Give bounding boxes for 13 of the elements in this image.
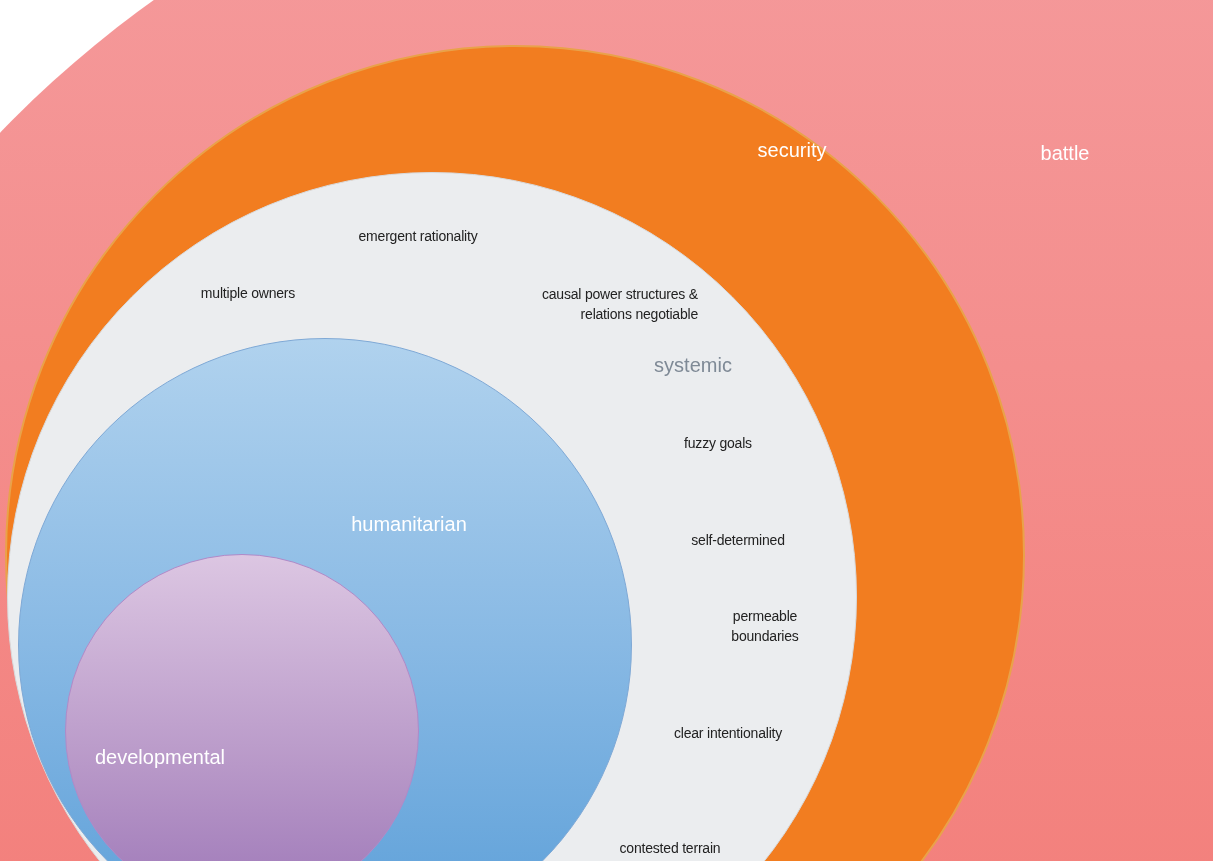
circle-title: security xyxy=(757,138,827,162)
feature-text: contested terrain xyxy=(619,840,721,856)
feature-text: causal power structures & relations negotiable xyxy=(540,285,698,324)
circle-title: developmental xyxy=(94,745,226,769)
circle-title: battle xyxy=(1040,141,1090,165)
feature-text: permeable boundaries xyxy=(730,607,800,646)
feature-text: clear intentionality xyxy=(673,725,783,741)
feature-text: emergent rationality xyxy=(358,228,478,244)
feature-text: fuzzy goals xyxy=(684,435,752,451)
feature-text: multiple owners xyxy=(200,285,296,301)
circle-title: systemic xyxy=(654,353,732,377)
feature-text: self-determined xyxy=(691,532,785,548)
circle-title: humanitarian xyxy=(351,512,467,536)
